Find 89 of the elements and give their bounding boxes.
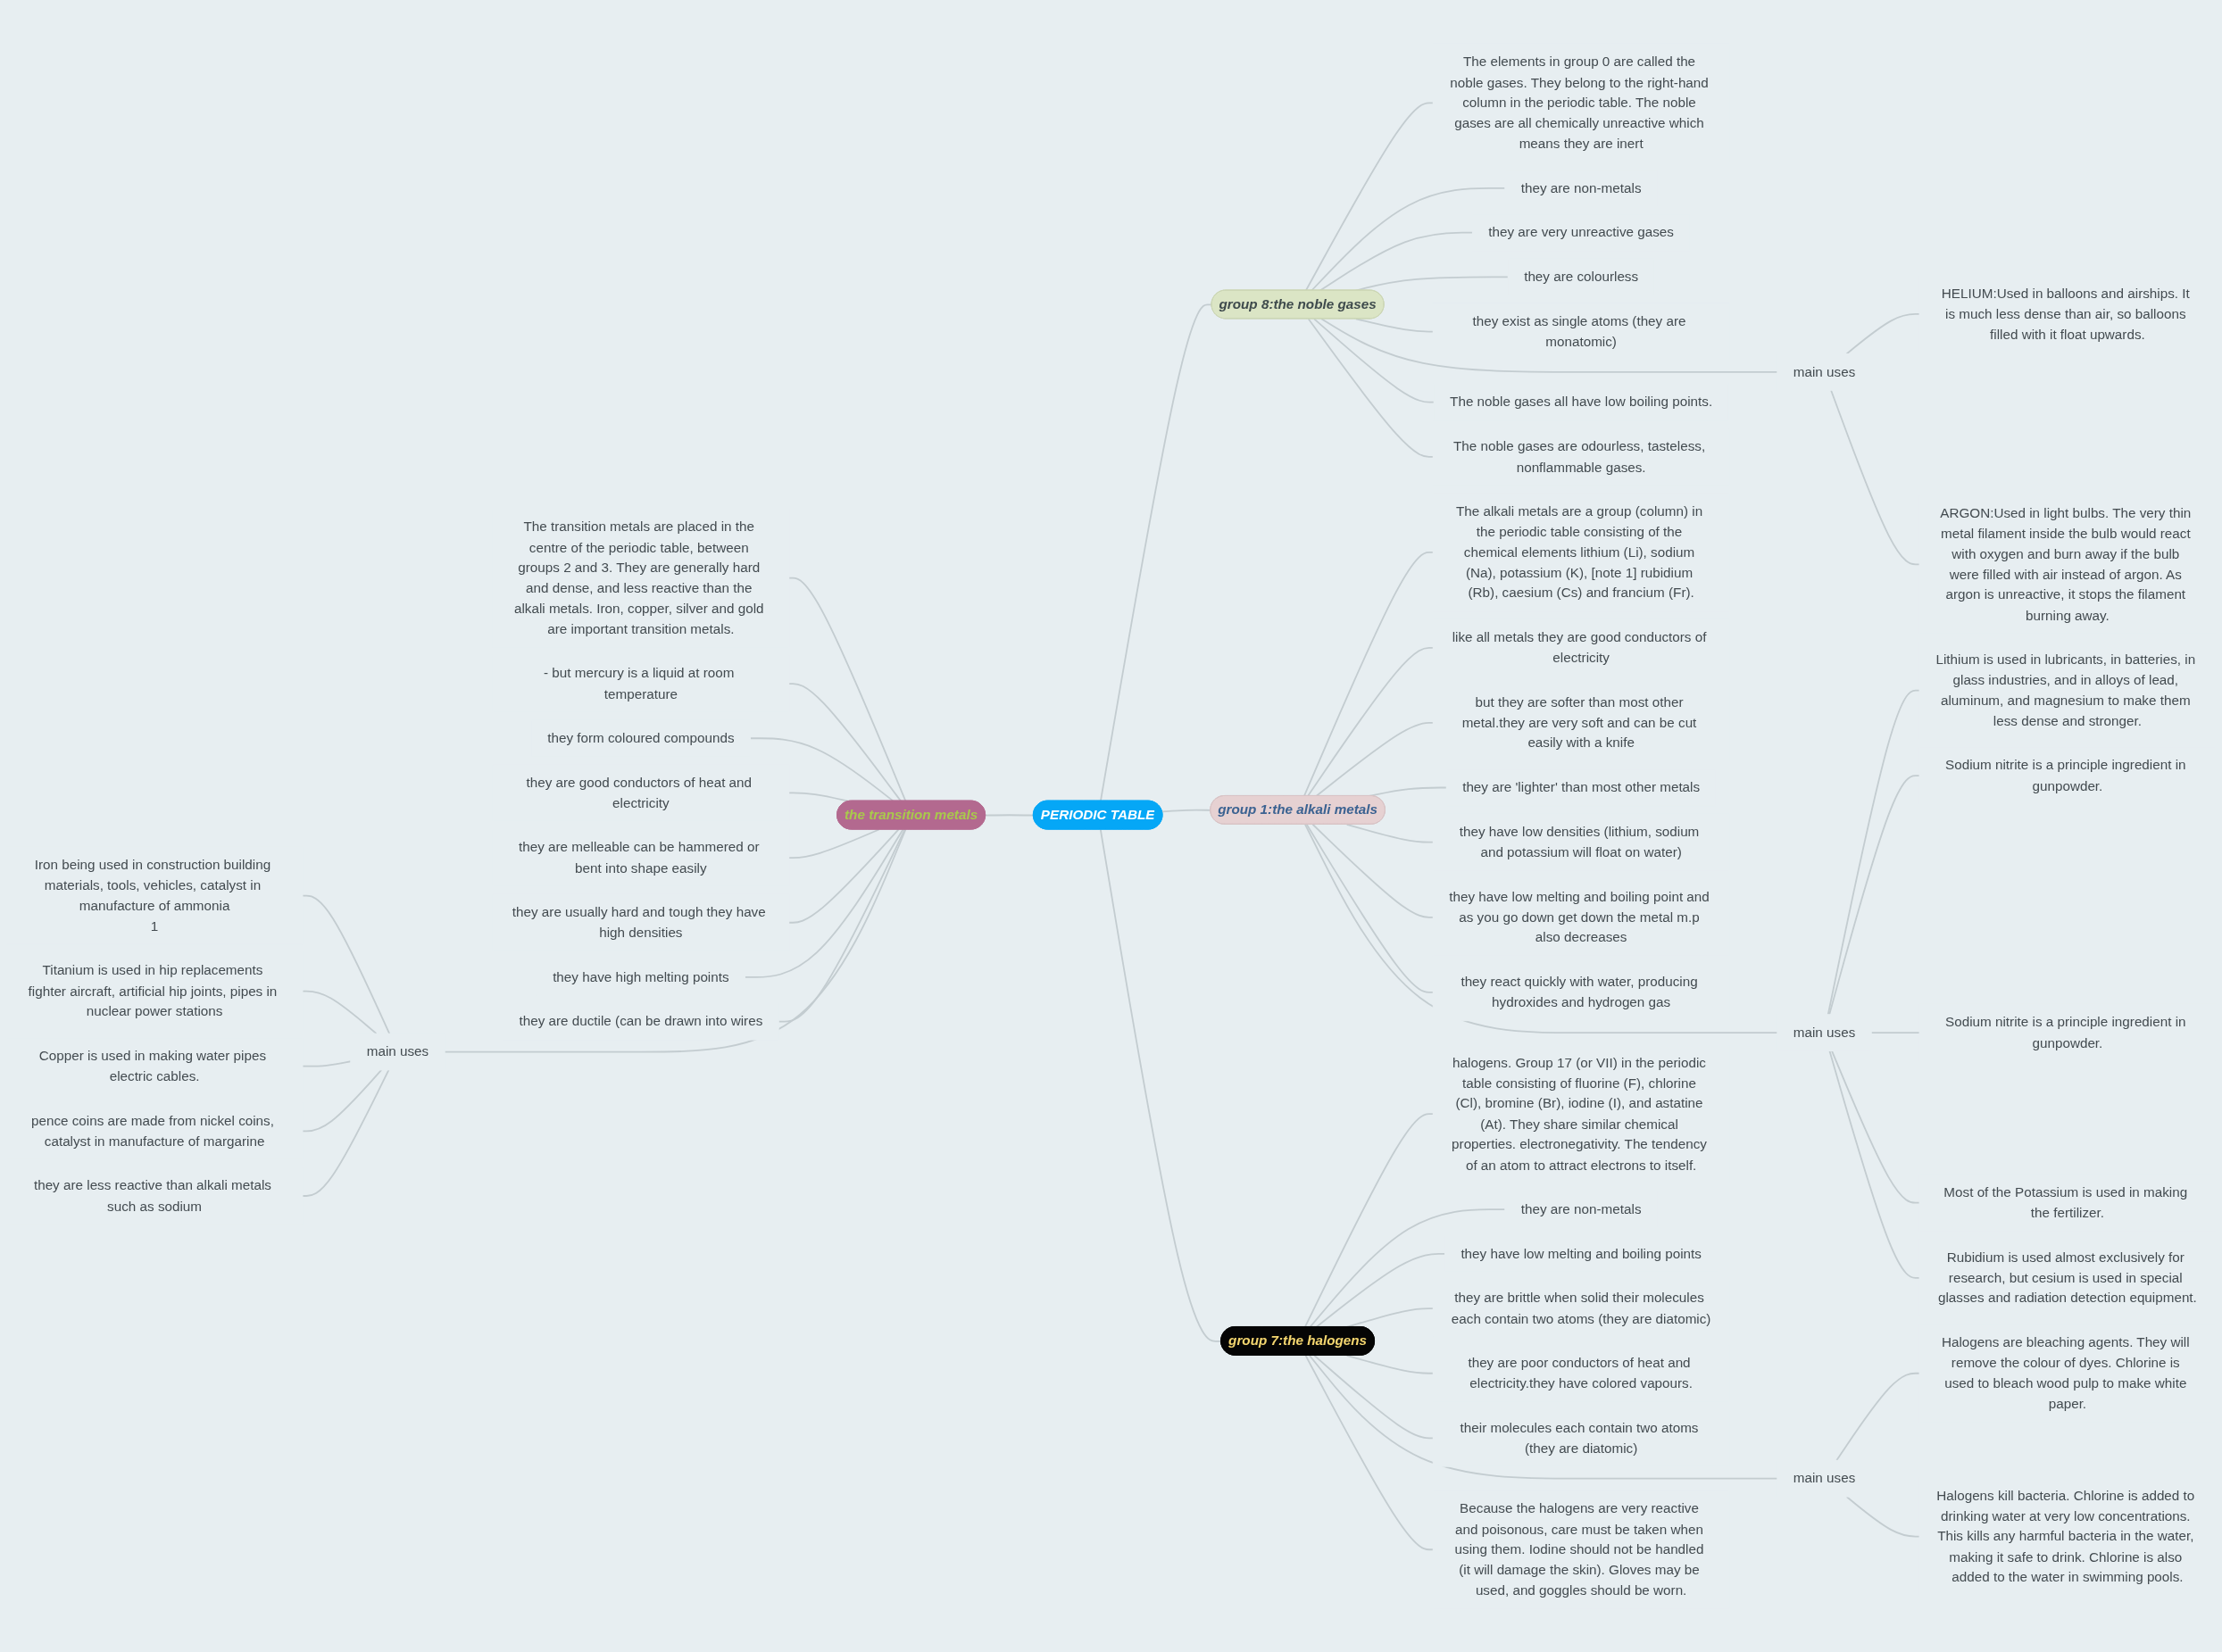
node-text: Halogens are bleaching agents. They will remove the colour of dyes. Chlorine is used to bleach wood pulp to make white paper. <box>1941 1334 2190 1412</box>
node-text: they are non-metals <box>1520 179 1642 195</box>
connector <box>1845 312 1920 355</box>
connector <box>1303 1113 1435 1328</box>
node-text: but they are softer than most other metal.they are very soft and can be cut easily with a knife <box>1461 693 1697 751</box>
node-text: Because the halogens are very reactive and poisonous, care must be taken when using them. Iodine should not be handled (it will damage the skin). Gloves may be used, and goggles should be worn. <box>1454 1500 1704 1598</box>
connector <box>1304 1354 1435 1550</box>
node-text: they are poor conductors of heat and electricity.they have colored vapours. <box>1468 1355 1693 1391</box>
connector <box>1828 774 1920 1016</box>
connector <box>778 828 906 1023</box>
node-text: Lithium is used in lubricants, in batteries, in glass industries, and in alloys of lead, aluminum, and magnesium to make them less dense and stronger. <box>1935 652 2196 728</box>
node-text: halogens. Group 17 (or VII) in the periodic table consisting of fluorine (F), chlorine (Cl), bromine (Br), iodine (I), and astatine (At). They share similar chemical properties. electronegativity. The tendency of an atom to attract electrons to itself. <box>1452 1054 1707 1173</box>
node-text: they are less reactive than alkali metals such as sodium <box>33 1177 271 1214</box>
connector <box>1099 828 1222 1342</box>
node-text: they have low melting and boiling points <box>1461 1245 1702 1261</box>
connector <box>749 737 895 802</box>
node-text: they are brittle when solid their molecules each contain two atoms (they are diatomic) <box>1451 1290 1711 1326</box>
connector <box>1305 823 1435 993</box>
connector <box>1827 689 1920 1016</box>
node-text: they have high melting points <box>553 968 729 984</box>
node-text: they form coloured compounds <box>547 730 735 746</box>
node-text: they are usually hard and tough they have high densities <box>512 904 766 941</box>
connector <box>1315 721 1435 797</box>
node-text: Halogens kill bacteria. Chlorine is added to drinking water at very low concentrations. This kills any harmful bacteria in the water, making it safe to drink. Chlorine is also added to the water in swimming pools. <box>1936 1487 2195 1585</box>
connector <box>1307 318 1435 458</box>
node-text: they are 'lighter' than most other metals <box>1462 779 1701 795</box>
node-text: they are non-metals <box>1520 1201 1642 1217</box>
node-text: they are good conductors of heat and electricity <box>526 774 753 810</box>
connector <box>1345 823 1435 843</box>
node-text: they are melleable can be hammered or bent into shape easily <box>518 839 760 876</box>
connector <box>787 828 880 859</box>
connector <box>1355 318 1435 333</box>
node-text: Copper is used in making water pipes electric cables. <box>38 1048 267 1084</box>
connector <box>1304 823 1778 1034</box>
node-text: like all metals they are good conductors of electricity <box>1452 629 1707 666</box>
connector <box>1313 1354 1435 1439</box>
node-text: they are colourless <box>1524 269 1639 285</box>
node-text: they react quickly with water, producing hydroxides and hydrogen gas <box>1461 974 1698 1010</box>
node-text: HELIUM:Used in balloons and airships. It is much less dense than air, so balloons filled with it float upwards. <box>1941 286 2190 342</box>
connector <box>1831 1050 1920 1204</box>
connector <box>302 1068 383 1132</box>
node-text: ARGON:Used in light bulbs. The very thin metal filament inside the bulb would react with oxygen and burn away if the bulb were filled with air instead of argon. As argon is unreactive, it stops the filament burning away. <box>1940 505 2192 623</box>
node-text: Sodium nitrite is a principle ingredient in gunpowder. <box>1945 757 2186 793</box>
node-text: main uses <box>366 1043 429 1059</box>
connector <box>1303 551 1435 797</box>
connector <box>302 1060 352 1067</box>
connector <box>985 814 1035 817</box>
connector <box>1845 1495 1920 1538</box>
connector <box>787 577 907 802</box>
connector <box>787 828 900 924</box>
node-text: main uses <box>1793 1025 1856 1041</box>
connector <box>1835 1372 1920 1461</box>
node-text: Iron being used in construction building materials, tools, vehicles, catalyst in manufacture of ammonia 1 <box>34 857 271 934</box>
connector <box>1309 1208 1506 1328</box>
connector <box>744 828 904 978</box>
node-text: they are ductile (can be drawn into wires <box>519 1013 763 1029</box>
connector <box>302 894 391 1034</box>
node-text: main uses <box>1793 1470 1856 1486</box>
node-text: Sodium nitrite is a principle ingredient in gunpowder. <box>1945 1014 2186 1050</box>
node-text: - but mercury is a liquid at room temperature <box>543 665 735 701</box>
node-text: Titanium is used in hip replacements fighter aircraft, artificial hip joints, pipes in nuclear power stations <box>28 962 278 1019</box>
connector <box>1315 1252 1446 1328</box>
node-text: The alkali metals are a group (column) in the periodic table consisting of the chemical elements lithium (Li), sodium (Na), potassium (K), [note 1] rubidium (Rb), caesium (Cs) and francium (Fr). <box>1455 503 1703 601</box>
connector <box>1309 1354 1778 1480</box>
node-text: Most of the Potassium is used in making the fertilizer. <box>1943 1184 2188 1221</box>
connector <box>302 990 378 1034</box>
connector <box>1311 823 1435 918</box>
connector <box>1870 1031 1920 1034</box>
node-text: The transition metals are placed in the centre of the periodic table, between groups 2 and 3. They are generally hard and dense, and less reactive than the alkali metals. Iron, copper, silver and gold are important transition metals. <box>513 519 764 636</box>
connector <box>1828 1050 1920 1279</box>
node-text: they have low melting and boiling point and as you go down get down the metal m.p also decreases <box>1449 888 1710 945</box>
node-text: main uses <box>1793 363 1856 379</box>
connector <box>1830 389 1920 565</box>
connector <box>302 1068 390 1197</box>
node-text: they exist as single atoms (they are monatomic) <box>1472 313 1686 350</box>
connector <box>1345 1354 1435 1374</box>
node-text: their molecules each contain two atoms (they are diatomic) <box>1460 1419 1699 1456</box>
node-text: pence coins are made from nickel coins, catalyst in manufacture of margarine <box>30 1112 274 1149</box>
node-text: The noble gases all have low boiling points. <box>1450 394 1713 410</box>
node-text: The elements in group 0 are called the noble gases. They belong to the right-hand column in the periodic table. The noble gases are all chemically unreactive which means they are inert <box>1450 54 1709 152</box>
connector <box>1313 318 1436 403</box>
connector <box>787 682 903 802</box>
node-text: they are very unreactive gases <box>1488 224 1674 240</box>
connector <box>444 828 907 1053</box>
node-text: they have low densities (lithium, sodium and potassium will float on water) <box>1459 824 1700 860</box>
node-text: Rubidium is used almost exclusively for research, but cesium is used in special glasses and radiation detection equipment. <box>1937 1249 2197 1306</box>
node-text: The noble gases are odourless, tasteless, nonflammable gases. <box>1452 438 1706 475</box>
connector <box>1307 646 1435 797</box>
connector <box>1320 318 1778 373</box>
